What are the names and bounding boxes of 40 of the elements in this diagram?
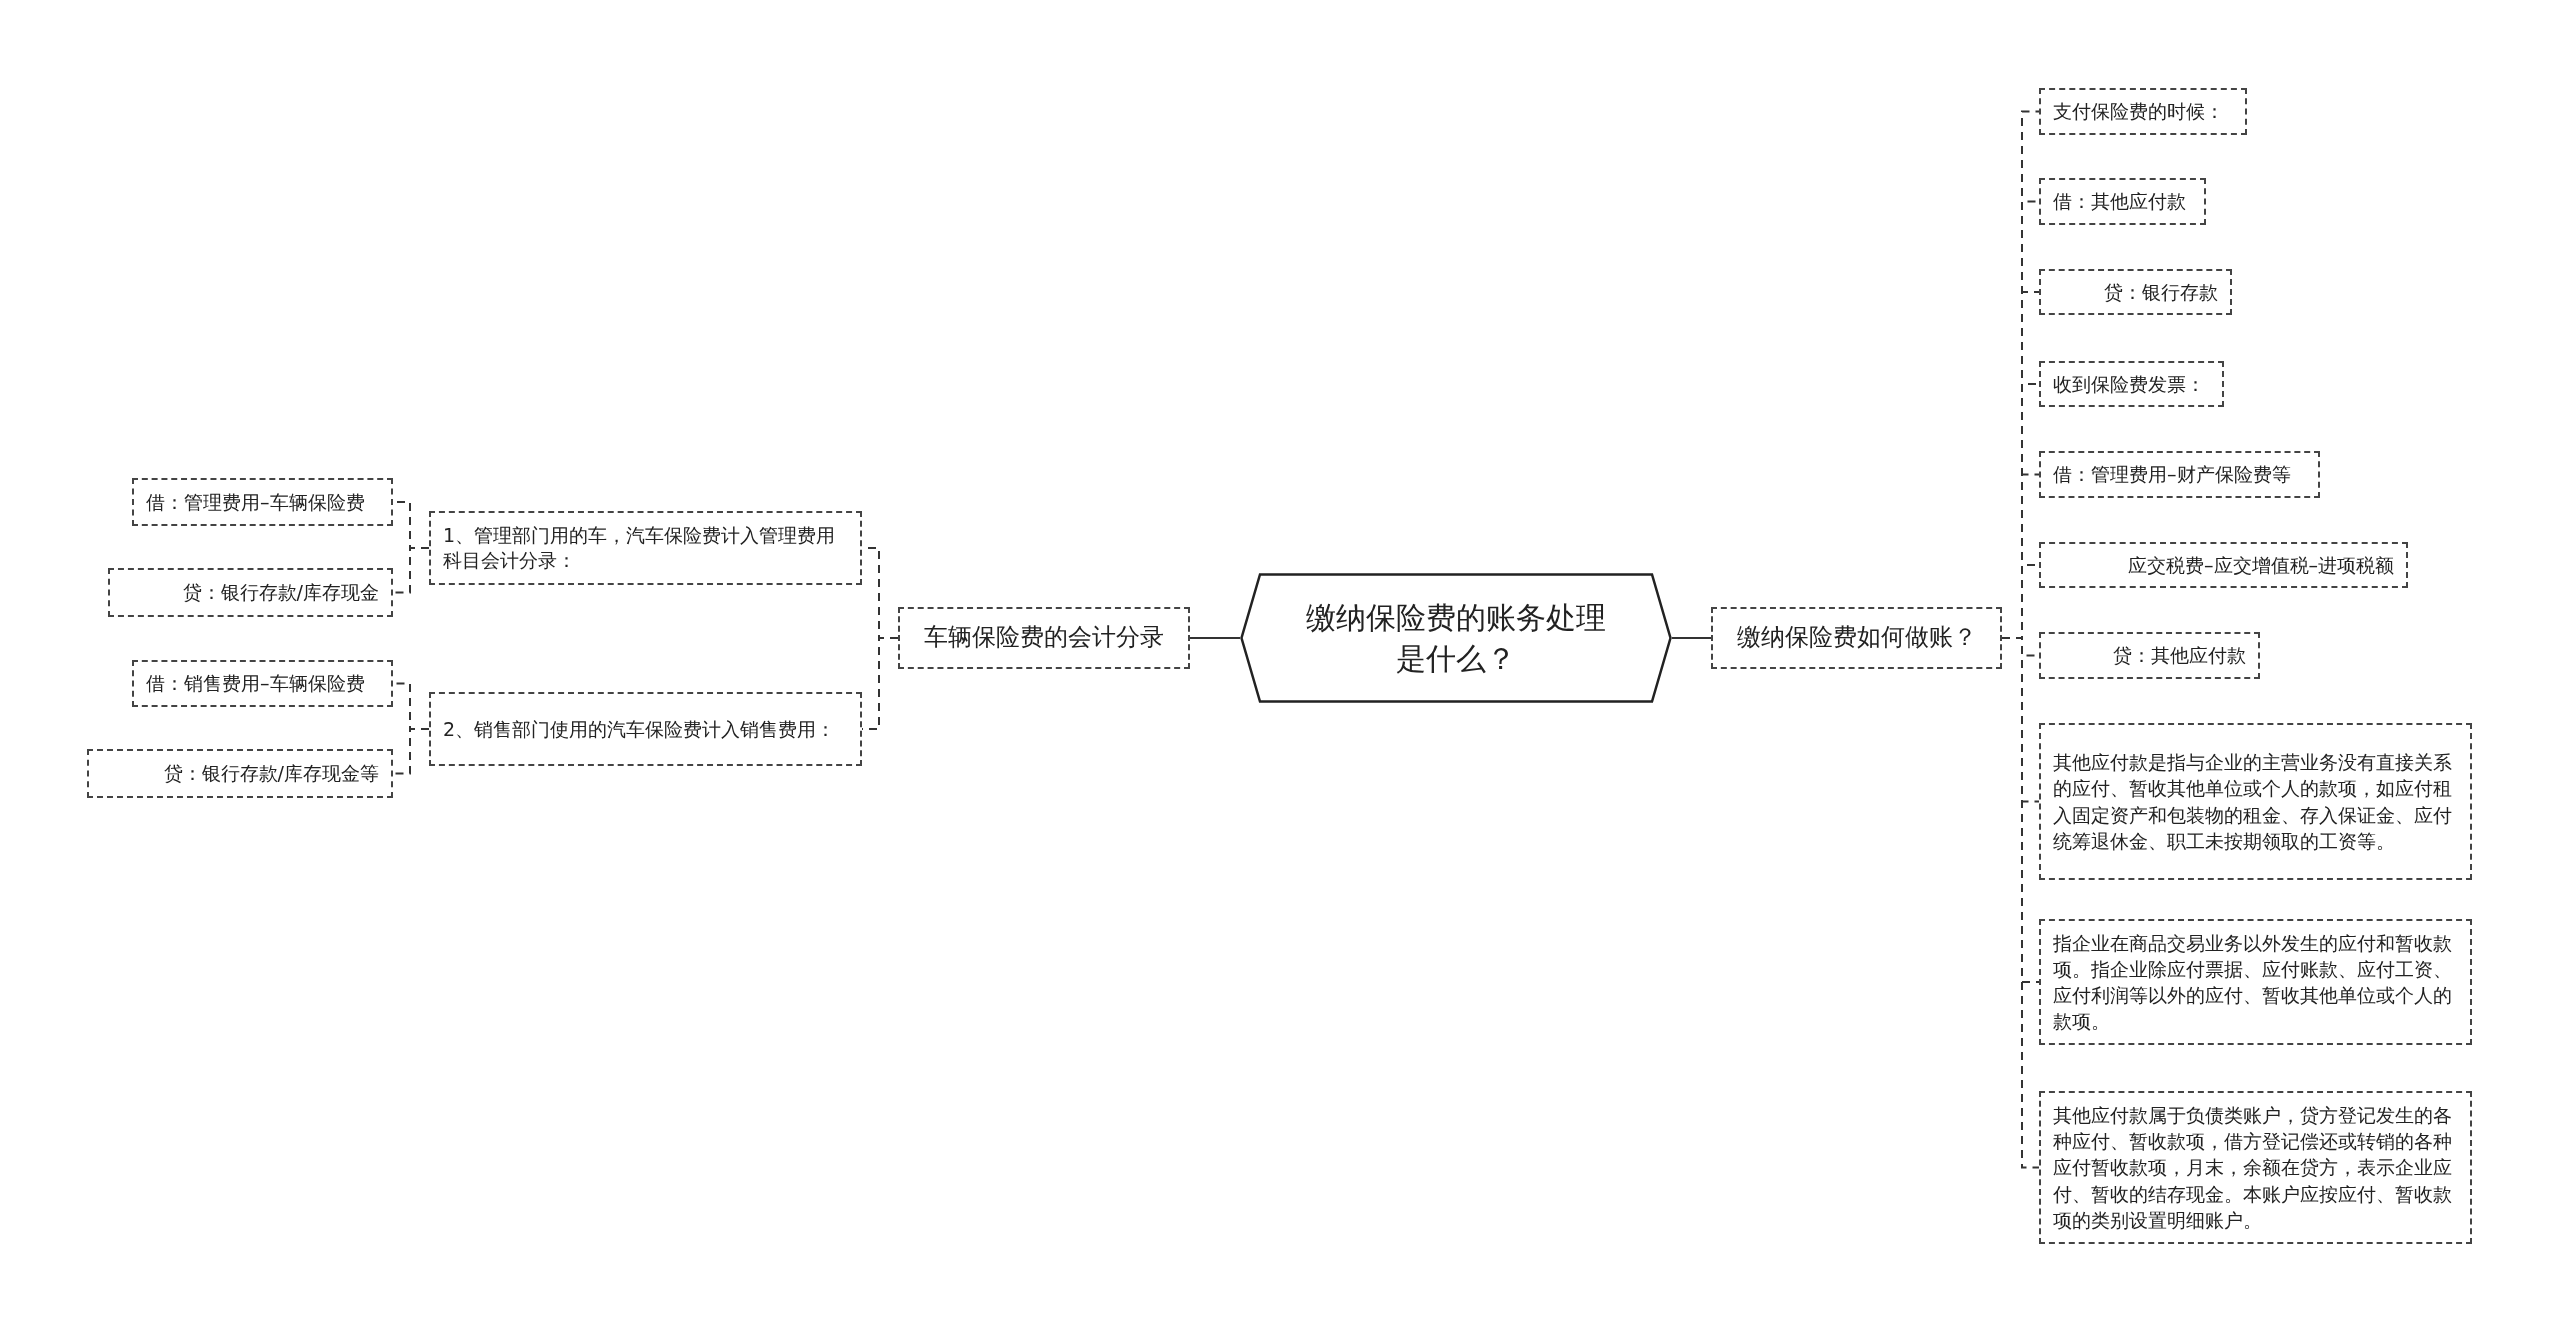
central-topic-hexagon [1240,573,1672,703]
note-box [2039,723,2472,880]
topic-label: 贷：银行存款/库存现金 [181,580,379,605]
topic-label: 车辆保险费的会计分录 [923,622,1165,654]
topic-label: 借：其他应付款 [2053,189,2187,214]
topic-box [87,749,393,798]
topic-box [1711,607,2002,669]
topic-label: 缴纳保险费如何做账？ [1735,622,1978,654]
topic-label: 借：管理费用–财产保险费等 [2053,462,2292,487]
topic-box [429,511,862,585]
topic-box [108,568,393,617]
topic-label: 应交税费–应交增值税–进项税额 [2127,552,2394,578]
topic-label: 贷：其他应付款 [2112,643,2246,668]
topic-box [2039,88,2247,135]
note-text: 缴纳保险费的账务处理是什么？ [1305,598,1607,678]
topic-box [132,478,393,526]
topic-box [2039,269,2232,315]
topic-box [2039,632,2260,679]
topic-label: 支付保险费的时候： [2053,99,2225,124]
topic-box [429,692,862,766]
topic-label: 借：管理费用–车辆保险费 [146,489,366,515]
topic-box [898,607,1190,669]
topic-box [2039,451,2320,498]
topic-box [132,660,393,707]
note-text: 其他应付款属于负债类账户，贷方登记发生的各种应付、暂收款项，借方登记偿还或转销的各种应付暂收款项，月末，余额在贷方，表示企业应付、暂收的结存现金。本账户应按应付、暂收款项的类别设置明细账户。 [2053,1102,2453,1233]
note-box [2039,919,2472,1045]
topic-label: 收到保险费发票： [2053,371,2206,397]
note-box [2039,1091,2472,1244]
topic-label: 2、销售部门使用的汽车保险费计入销售费用： [443,716,837,742]
topic-box [2039,361,2224,407]
topic-label: 贷：银行存款/库存现金等 [162,761,379,786]
topic-box [2039,178,2206,225]
connector-line [1671,637,1712,639]
note-text: 其他应付款是指与企业的主营业务没有直接关系的应付、暂收其他单位或个人的款项，如应付租入固定资产和包装物的租金、存入保证金、应付统筹退休金、职工未按期领取的工资等。 [2053,750,2453,854]
topic-label: 借：销售费用–车辆保险费 [146,671,366,696]
topic-box [2039,542,2408,588]
note-text: 指企业在商品交易业务以外发生的应付和暂收款项。指企业除应付票据、应付账款、应付工资、应付利润等以外的应付、暂收其他单位或个人的款项。 [2053,930,2453,1035]
topic-label: 1、管理部门用的车，汽车保险费计入管理费用科目会计分录： [443,523,837,573]
connector-line [1189,637,1241,639]
topic-label: 贷：银行存款 [2103,279,2218,305]
